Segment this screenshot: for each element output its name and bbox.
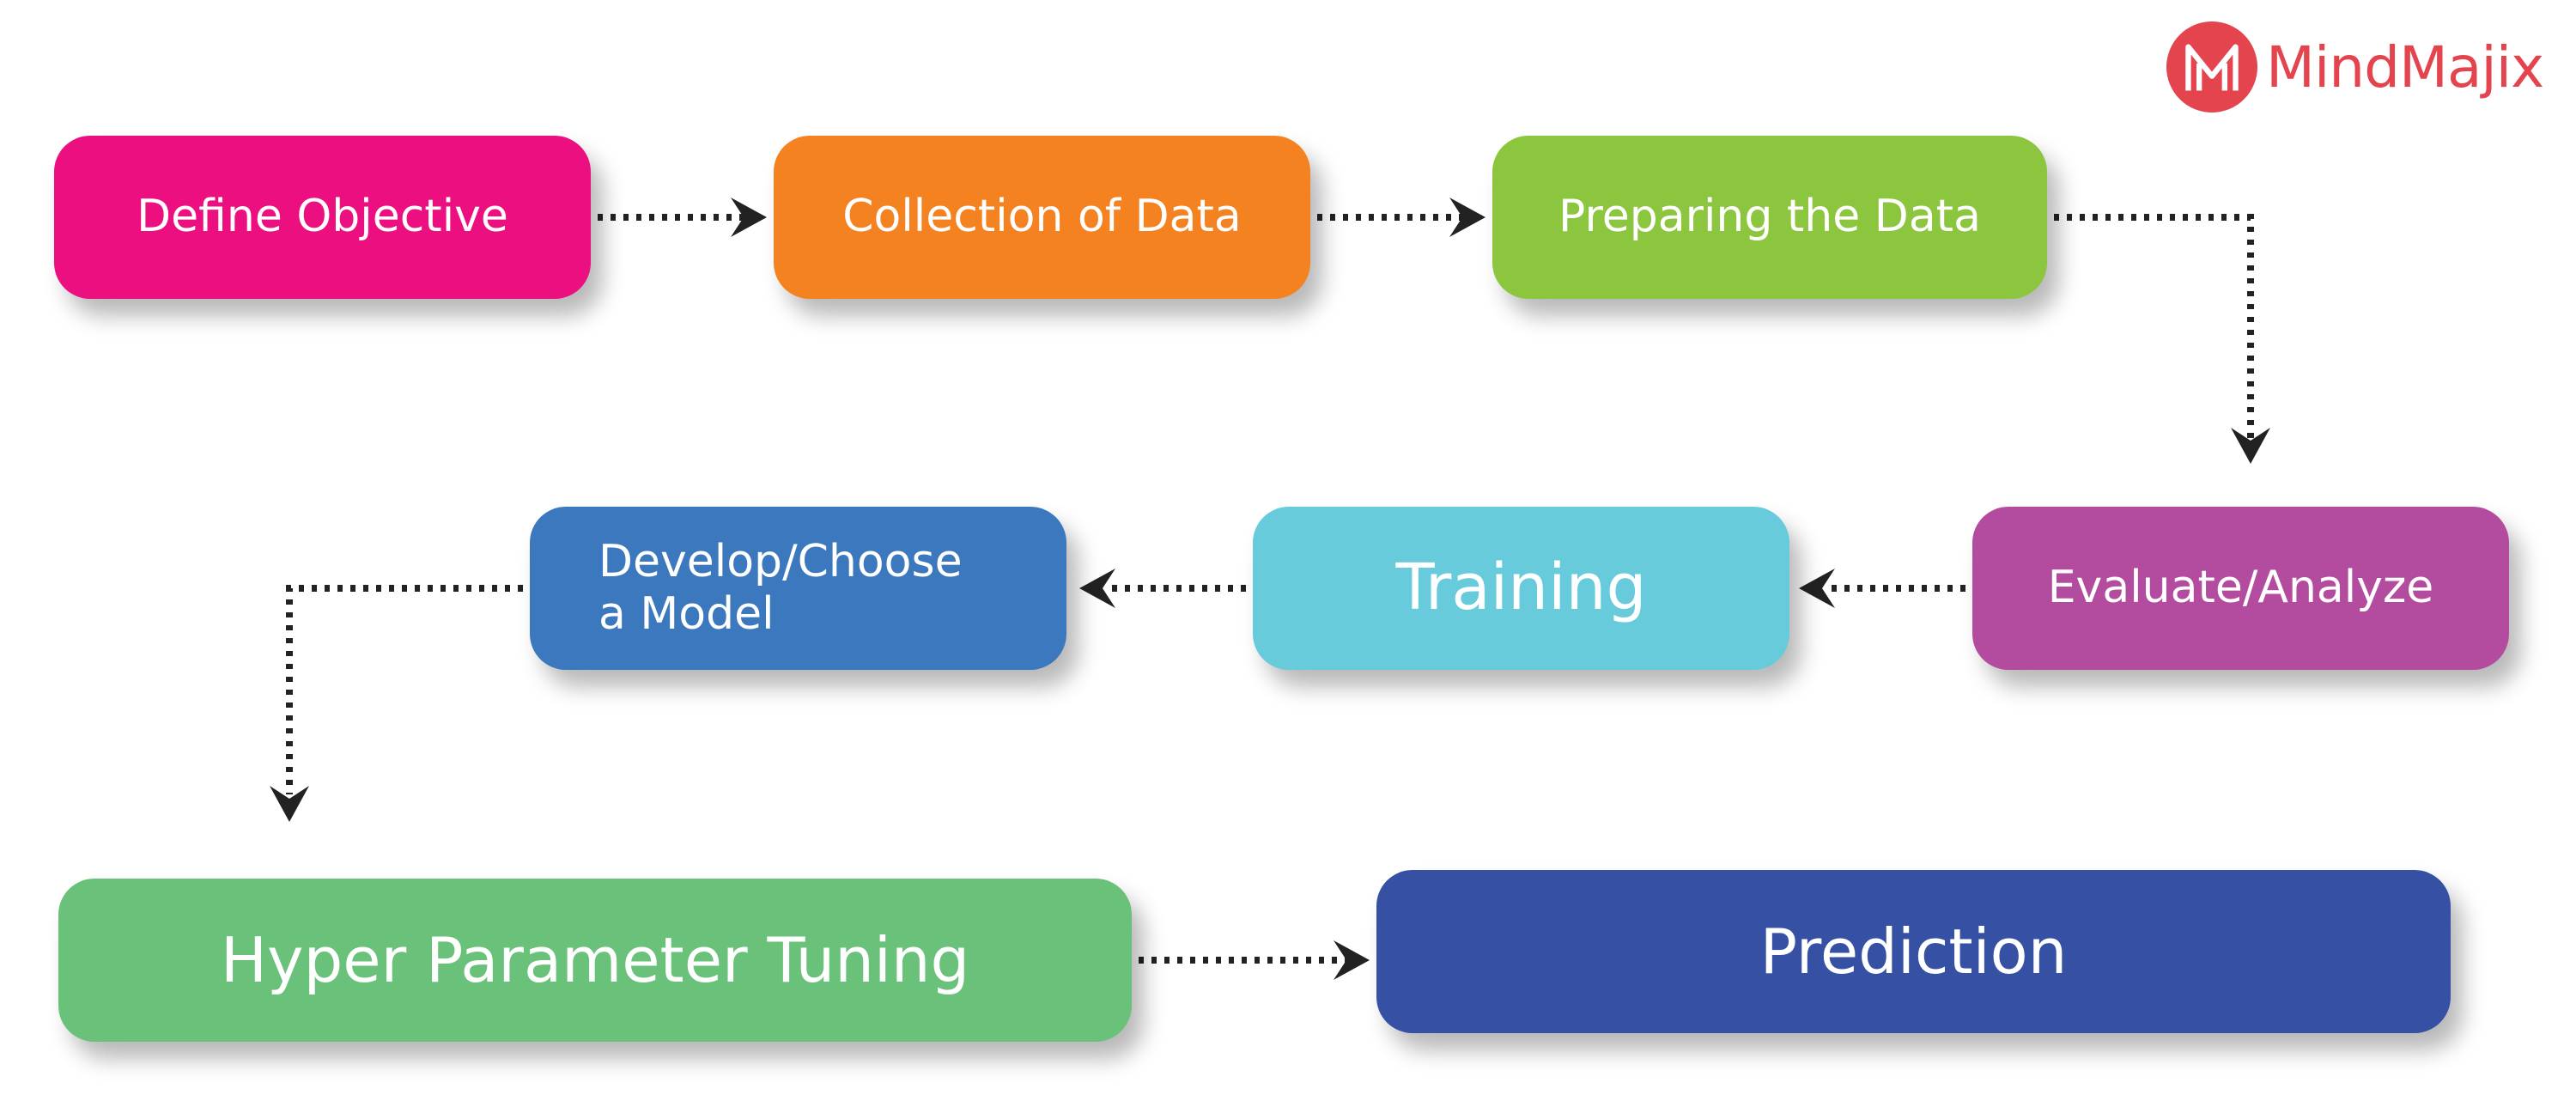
step-label: Prediction [1759, 915, 2068, 988]
step-evaluate-analyze: Evaluate/Analyze [1972, 507, 2509, 670]
step-label: Training [1395, 550, 1647, 625]
mindmajix-logo-icon [2166, 21, 2257, 113]
step-label: Develop/Choose a Model [598, 535, 963, 640]
brand-name: MindMajix [2266, 33, 2544, 100]
step-preparing-the-data: Preparing the Data [1492, 136, 2047, 299]
step-training: Training [1253, 507, 1789, 670]
arrowhead-to-collection [731, 198, 767, 237]
step-develop-choose-model: Develop/Choose a Model [530, 507, 1066, 670]
connector-preparing-to-evaluate [2054, 214, 2254, 438]
step-label: Hyper Parameter Tuning [220, 923, 970, 996]
step-label: Preparing the Data [1558, 191, 1981, 243]
arrowhead-to-tuning [270, 786, 309, 822]
arrowhead-to-preparing [1449, 198, 1485, 237]
step-prediction: Prediction [1376, 870, 2451, 1033]
step-label: Collection of Data [842, 191, 1242, 243]
step-label: Define Objective [137, 191, 508, 243]
arrowhead-to-develop [1079, 569, 1115, 608]
arrowhead-to-evaluate [2231, 428, 2270, 464]
step-label: Evaluate/Analyze [2047, 562, 2434, 614]
step-collection-of-data: Collection of Data [774, 136, 1310, 299]
arrowhead-to-training [1799, 569, 1835, 608]
step-hyper-parameter-tuning: Hyper Parameter Tuning [58, 879, 1132, 1042]
connector-develop-to-tuning [286, 585, 523, 794]
arrowhead-to-prediction [1334, 940, 1370, 980]
step-define-objective: Define Objective [54, 136, 591, 299]
brand-logo: MindMajix [2166, 21, 2544, 113]
